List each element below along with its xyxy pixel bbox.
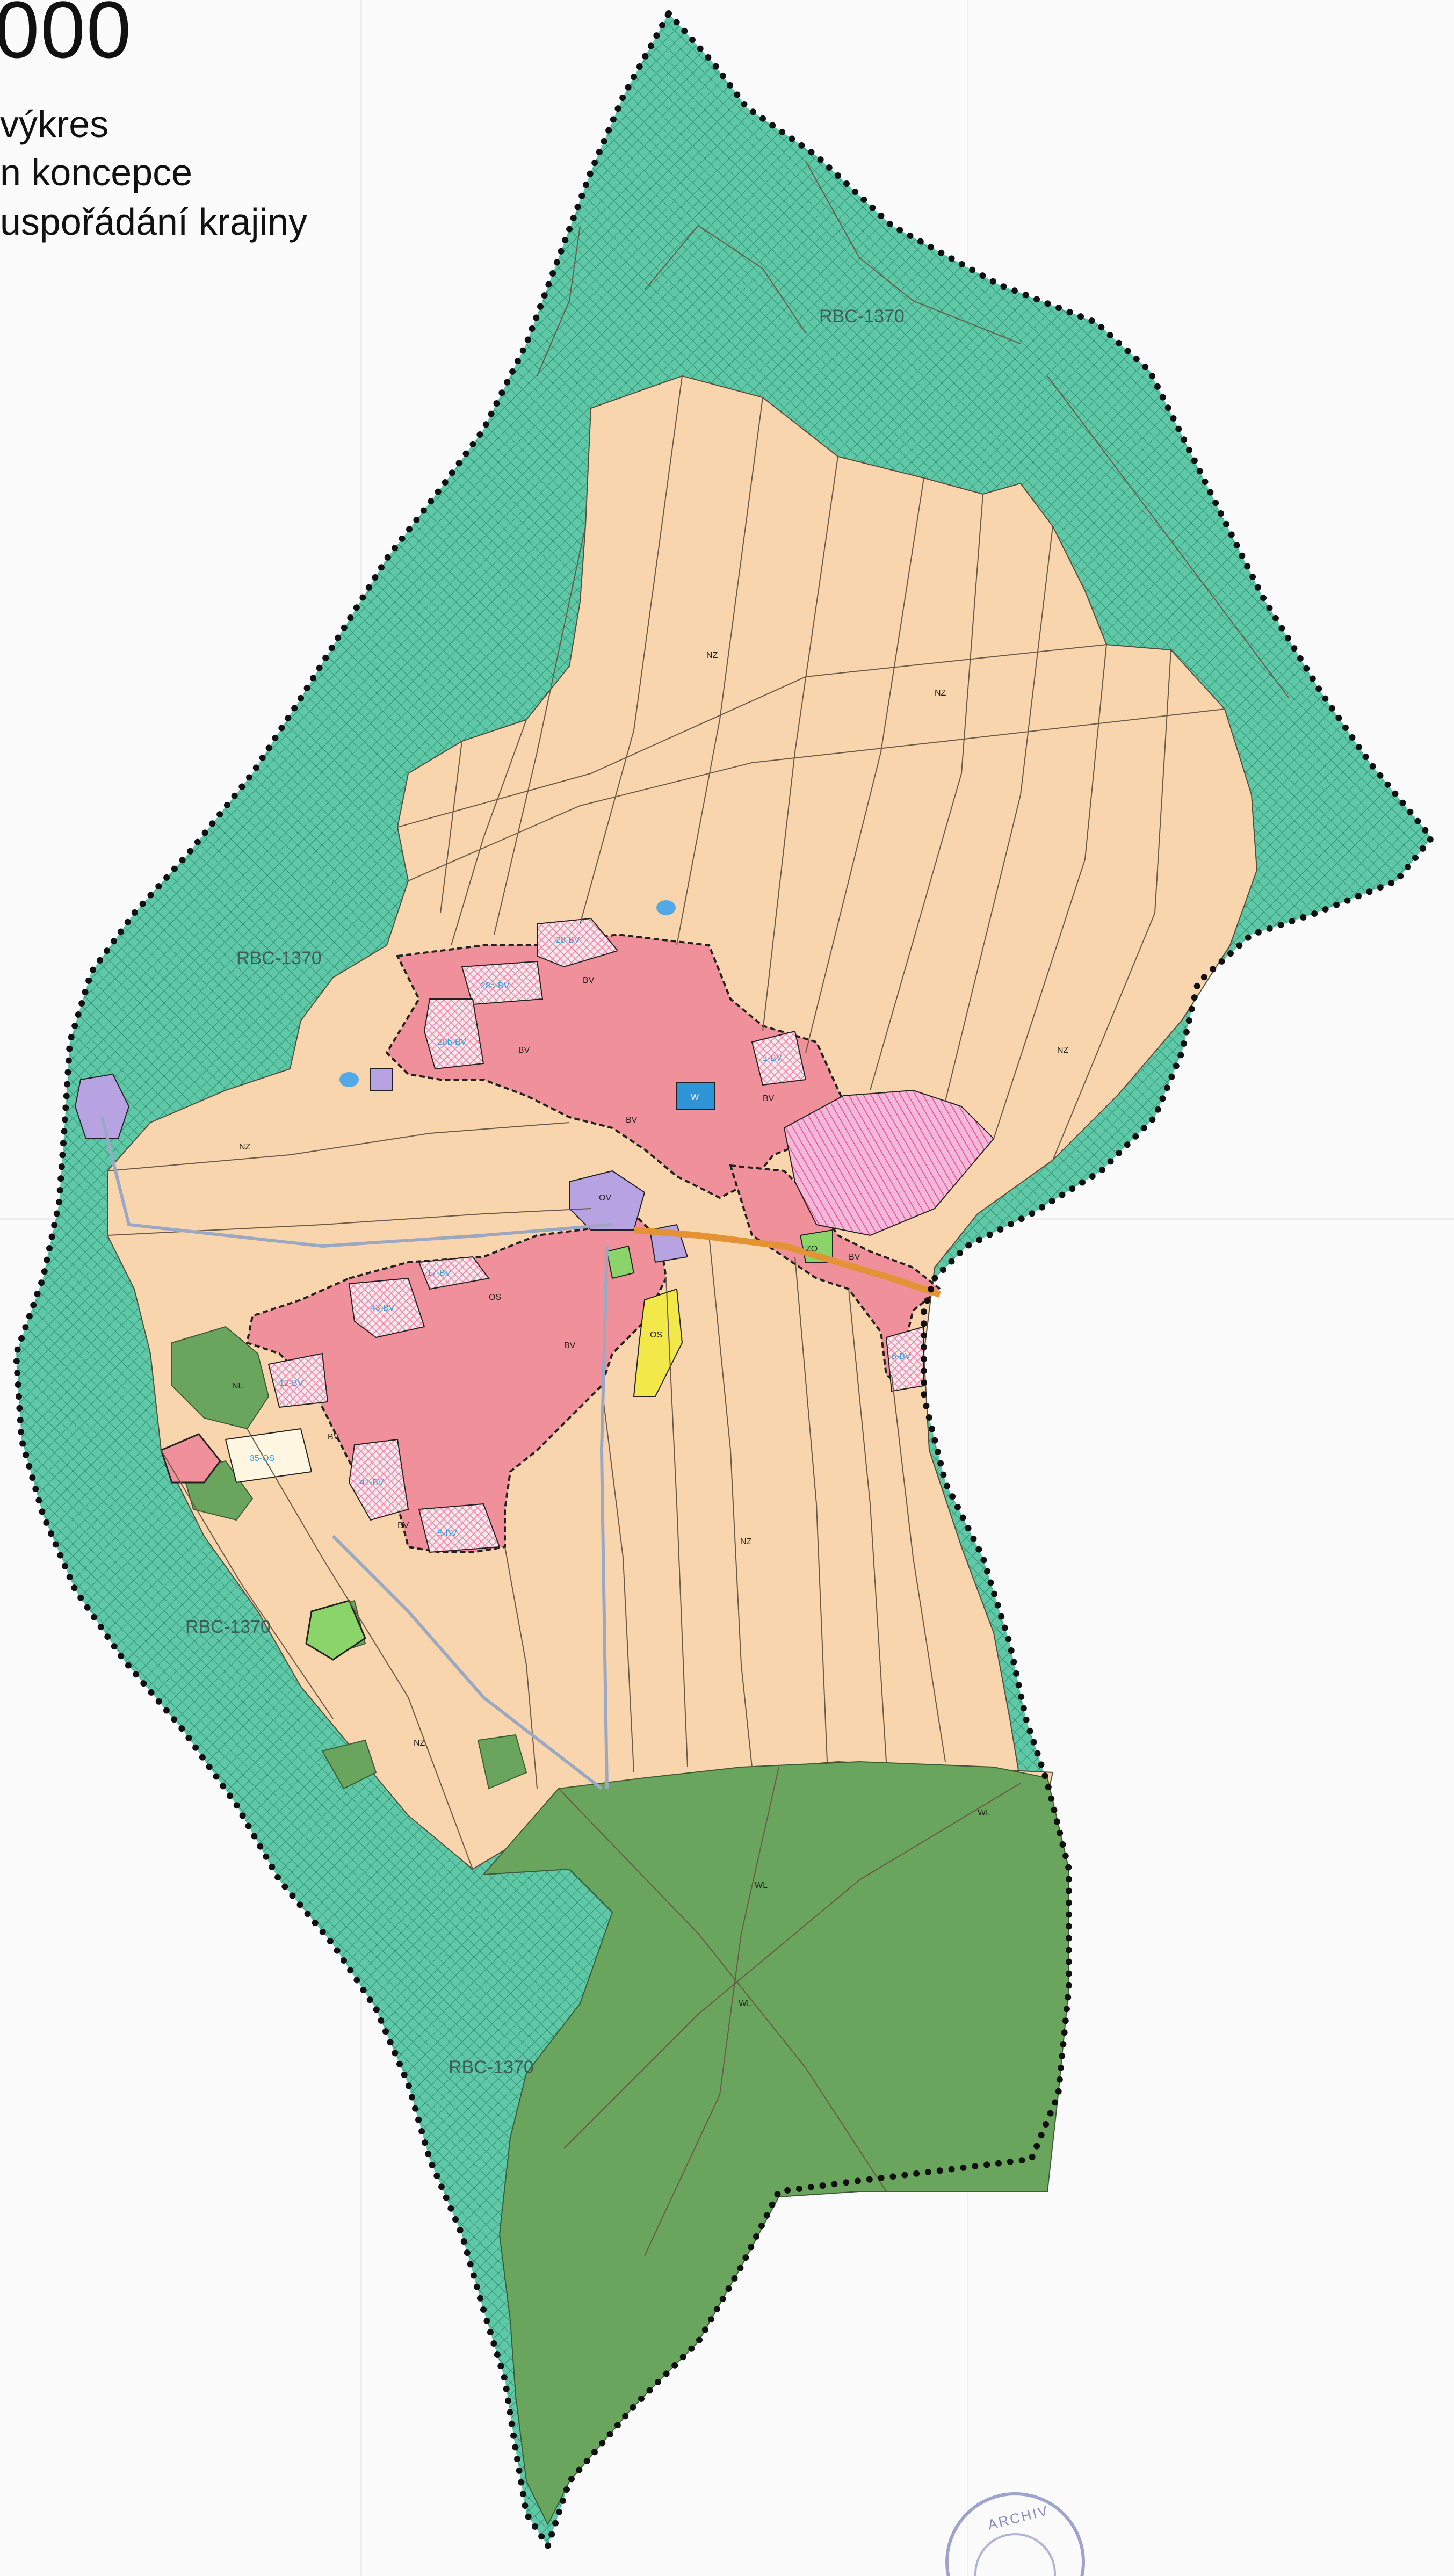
local-road bbox=[100, 1117, 613, 1790]
label-wl-south: WL bbox=[739, 1999, 751, 2008]
label-bv-7: BV bbox=[328, 1432, 339, 1442]
label-zone-41: 41-BV bbox=[360, 1478, 384, 1487]
label-nl-west: NL bbox=[232, 1381, 243, 1391]
label-zone-6: 6-BV bbox=[892, 1352, 911, 1361]
pond-2 bbox=[339, 1072, 359, 1087]
label-zone-43: 43-BV bbox=[371, 1304, 395, 1313]
label-nz-sw: NZ bbox=[414, 1739, 425, 1748]
forest-patch-1 bbox=[171, 1326, 270, 1430]
civic-area-3 bbox=[74, 1073, 130, 1139]
forest-patch-4 bbox=[477, 1734, 527, 1790]
field-lines bbox=[107, 161, 1290, 2256]
main-road bbox=[633, 1227, 941, 1298]
stamp-emblem bbox=[974, 2533, 1056, 2576]
label-bv-5: BV bbox=[849, 1253, 860, 1262]
zone-35-area bbox=[225, 1428, 313, 1484]
label-zone-17: 17-BV bbox=[427, 1269, 451, 1278]
sport-area bbox=[633, 1288, 683, 1397]
label-bv-2: BV bbox=[518, 1046, 530, 1055]
label-ov-1: OV bbox=[599, 1193, 611, 1203]
green-area-1 bbox=[606, 1245, 635, 1279]
civic-area-4 bbox=[370, 1068, 393, 1091]
label-os-1: OS bbox=[650, 1330, 662, 1340]
label-zone-28a: 28a-BV bbox=[481, 981, 510, 990]
zone-5-area bbox=[418, 1503, 501, 1553]
title-line-1: výkres bbox=[0, 103, 109, 145]
label-zone-1: 1-BV bbox=[763, 1054, 782, 1063]
label-os-2: OS bbox=[489, 1293, 501, 1302]
village-west-small bbox=[160, 1433, 221, 1484]
map-labels: RBC-1370 RBC-1370 RBC-1370 RBC-1370 NZ N… bbox=[185, 306, 1069, 2078]
pond-1 bbox=[656, 900, 676, 915]
stamp-text: ARCHIV bbox=[986, 2502, 1051, 2533]
forest-patch-3 bbox=[321, 1739, 377, 1790]
label-zone-35: 35-OS bbox=[250, 1454, 274, 1463]
label-w-1: W bbox=[691, 1093, 699, 1102]
green-area-3 bbox=[305, 1600, 366, 1661]
zone-28b-area bbox=[423, 998, 484, 1070]
label-nz-north: NZ bbox=[706, 651, 718, 660]
label-rbc-north: RBC-1370 bbox=[819, 306, 905, 327]
label-bv-1: BV bbox=[583, 976, 595, 985]
zone-12-area bbox=[267, 1352, 329, 1408]
scale-text: 000 bbox=[0, 0, 133, 75]
label-rbc-southwest: RBC-1370 bbox=[185, 1617, 271, 1637]
label-nz-north2: NZ bbox=[935, 689, 946, 698]
title-line-2: n koncepce bbox=[0, 151, 193, 193]
label-zo-1: ZO bbox=[806, 1244, 818, 1254]
zone-dense-area bbox=[783, 1089, 995, 1236]
title-line-3: uspořádání krajiny bbox=[0, 201, 307, 243]
label-bv-3: BV bbox=[626, 1116, 638, 1125]
label-zone-28: 28-BV bbox=[556, 936, 580, 945]
zone-41-area bbox=[348, 1438, 409, 1521]
label-nz-east: NZ bbox=[1057, 1046, 1069, 1055]
label-bv-6: BV bbox=[564, 1341, 576, 1350]
label-wl-east: WL bbox=[978, 1808, 990, 1818]
label-wl-center: WL bbox=[755, 1881, 768, 1890]
label-rbc-west: RBC-1370 bbox=[236, 948, 322, 968]
zone-17-area bbox=[418, 1256, 490, 1290]
municipal-boundary bbox=[12, 8, 1436, 2553]
label-bv-4: BV bbox=[763, 1094, 775, 1103]
zone-1-area bbox=[751, 1030, 807, 1086]
label-zone-12: 12-BV bbox=[279, 1379, 303, 1388]
label-bv-8: BV bbox=[397, 1521, 409, 1530]
label-nz-south: NZ bbox=[740, 1537, 752, 1546]
label-rbc-south: RBC-1370 bbox=[449, 2057, 534, 2078]
water-area bbox=[676, 1082, 715, 1110]
label-zone-5: 5-BV bbox=[438, 1529, 457, 1538]
label-nz-west: NZ bbox=[239, 1142, 251, 1152]
zone-43-area bbox=[348, 1277, 425, 1338]
label-zone-28b: 28b-BV bbox=[438, 1038, 467, 1047]
zone-28a-area bbox=[461, 960, 544, 1005]
